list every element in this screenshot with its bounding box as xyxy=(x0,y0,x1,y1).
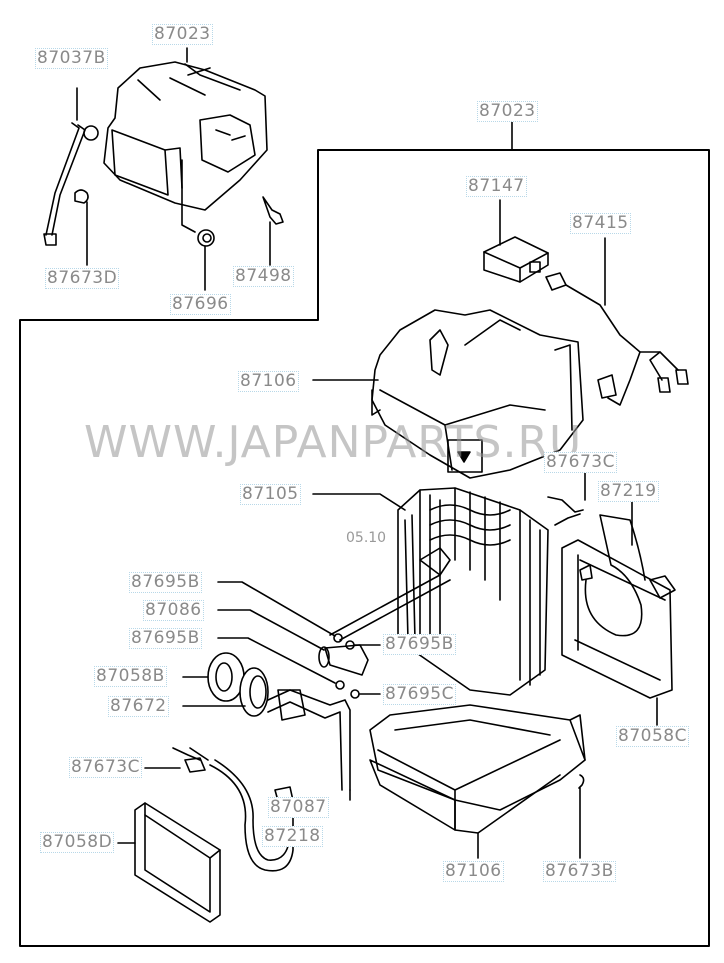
leader-87695b-2 xyxy=(217,637,336,684)
label-87695c[interactable]: 87695C xyxy=(383,684,456,705)
grommet-inner-icon xyxy=(202,233,212,243)
label-87695b-2[interactable]: 87695B xyxy=(129,628,202,649)
label-87023-main[interactable]: 87023 xyxy=(477,101,538,122)
o-ring-2-icon xyxy=(335,680,345,690)
evaporator-87105-icon xyxy=(397,487,549,696)
label-87498[interactable]: 87498 xyxy=(233,266,294,287)
seal-87058b-icon xyxy=(207,652,245,702)
grommet-87672-icon xyxy=(239,667,269,717)
expansion-valve-87086-icon xyxy=(318,574,451,676)
label-87673c-lower[interactable]: 87673C xyxy=(69,757,142,778)
screw-87498-icon xyxy=(262,196,284,225)
o-ring-c-icon xyxy=(350,689,360,699)
label-87218[interactable]: 87218 xyxy=(262,826,323,847)
label-87696[interactable]: 87696 xyxy=(170,294,231,315)
thermistor-87219-icon xyxy=(547,496,646,637)
leader-87105 xyxy=(312,493,406,511)
label-87023-top[interactable]: 87023 xyxy=(152,24,213,45)
label-87415[interactable]: 87415 xyxy=(570,213,631,234)
seal-87058c-icon xyxy=(561,539,676,699)
heater-unit-small-icon xyxy=(103,61,268,211)
clip-87673d-icon xyxy=(74,189,89,204)
label-87673b[interactable]: 87673B xyxy=(543,861,616,882)
leader-87696 xyxy=(181,159,206,291)
lower-case-87106-icon xyxy=(369,704,586,834)
leader-87086 xyxy=(217,609,325,651)
label-87106-lower[interactable]: 87106 xyxy=(443,861,504,882)
drain-hose-icon xyxy=(43,122,99,246)
label-87672[interactable]: 87672 xyxy=(108,696,169,717)
label-87058c[interactable]: 87058C xyxy=(616,726,689,747)
label-87147[interactable]: 87147 xyxy=(466,176,527,197)
seal-87058d-icon xyxy=(134,802,221,923)
date-code: 05.10 xyxy=(346,530,387,546)
watermark: WWW.JAPANPARTS.RU xyxy=(84,417,583,468)
upper-case-87106-icon xyxy=(371,309,584,479)
label-87105[interactable]: 87105 xyxy=(240,484,301,505)
label-87673c-upper[interactable]: 87673C xyxy=(544,452,617,473)
label-87106-upper[interactable]: 87106 xyxy=(238,371,299,392)
label-87058d[interactable]: 87058D xyxy=(40,832,115,853)
label-87673d[interactable]: 87673D xyxy=(45,268,120,289)
o-ring-1-icon xyxy=(333,633,343,643)
harness-87415-icon xyxy=(545,272,689,406)
grommet-87696-icon xyxy=(197,229,215,247)
label-87058b[interactable]: 87058B xyxy=(94,666,167,687)
clip-87673b-icon xyxy=(578,774,585,789)
leader-87695b-1 xyxy=(217,581,336,637)
label-87037b[interactable]: 87037B xyxy=(35,48,108,69)
pipe-87087-icon xyxy=(267,689,351,791)
assembly-frame xyxy=(19,149,710,947)
label-87219[interactable]: 87219 xyxy=(598,481,659,502)
label-87695b-3[interactable]: 87695B xyxy=(383,634,456,655)
label-87695b-1[interactable]: 87695B xyxy=(129,572,202,593)
actuator-87147-icon xyxy=(483,236,549,283)
label-87087[interactable]: 87087 xyxy=(268,797,329,818)
label-87086[interactable]: 87086 xyxy=(143,600,204,621)
